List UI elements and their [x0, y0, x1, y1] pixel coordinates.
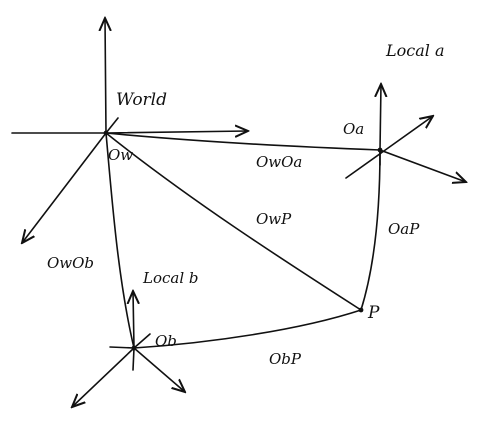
label-local-b: Local b: [142, 269, 199, 287]
vector-oa-p: [360, 149, 381, 311]
label-origin-w: Ow: [108, 146, 133, 164]
vector-ow-ob: [105, 132, 135, 349]
label-vector-ob-p: ObP: [269, 350, 302, 368]
point-ow: [103, 130, 109, 136]
point-ob: [131, 345, 137, 351]
world-axis-diag-up: [105, 117, 119, 134]
world-axis-right: [105, 131, 248, 133]
local-b-axis-diag-up: [133, 333, 151, 349]
local-b-axis-up: [133, 291, 134, 349]
vector-ow-p: [105, 132, 362, 311]
label-world: World: [116, 90, 167, 110]
label-vector-ow-p: OwP: [256, 210, 292, 228]
label-origin-b: Ob: [155, 332, 177, 350]
label-point-p: P: [367, 303, 380, 323]
local-b-frame-axes: [72, 291, 185, 407]
world-frame-axes: [11, 18, 248, 243]
local-a-axis-diag: [345, 116, 433, 179]
point-p: [358, 307, 364, 313]
point-oa: [377, 147, 383, 153]
local-b-axis-left: [109, 346, 135, 349]
vector-ob-p: [133, 309, 362, 349]
local-b-axis-diag: [72, 347, 135, 407]
local-b-axis-down: [132, 347, 135, 371]
label-local-a: Local a: [385, 41, 445, 60]
label-vector-oa-p: OaP: [388, 220, 420, 238]
world-axis-up: [105, 18, 106, 134]
local-b-axis-right: [133, 347, 185, 392]
label-vector-ow-ob: OwOb: [47, 254, 94, 272]
vector-ow-oa: [105, 132, 381, 151]
label-vector-ow-oa: OwOa: [256, 153, 302, 171]
label-origin-a: Oa: [343, 120, 364, 138]
local-a-axis-up: [380, 84, 381, 151]
world-axis-diag-down: [22, 132, 107, 243]
local-a-axis-right: [379, 149, 466, 182]
